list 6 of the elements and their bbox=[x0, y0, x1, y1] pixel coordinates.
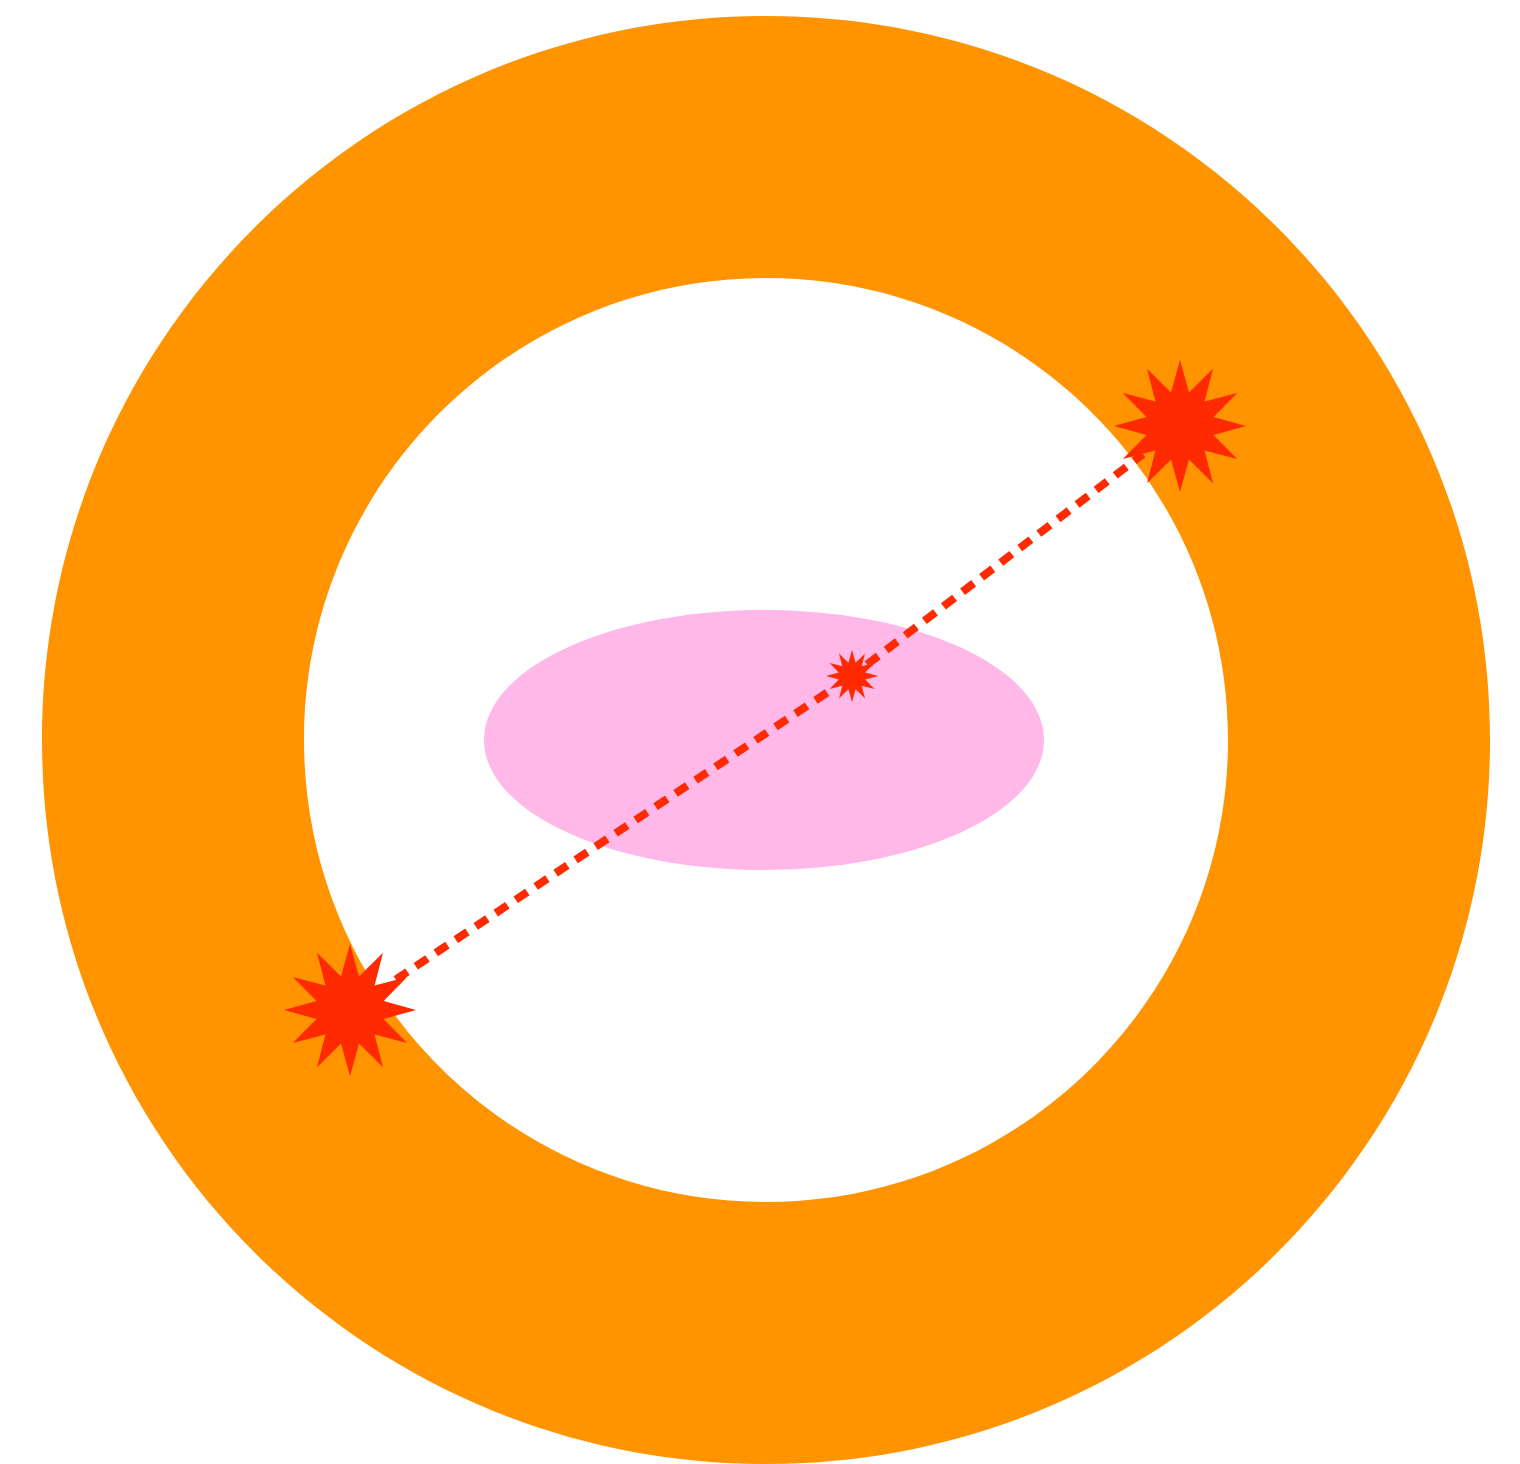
starburst bbox=[1114, 360, 1246, 492]
dashed-line bbox=[864, 451, 1146, 668]
ellipse bbox=[484, 610, 1044, 870]
starburst bbox=[284, 944, 416, 1076]
ring bbox=[42, 16, 1490, 1464]
starburst bbox=[826, 650, 878, 702]
